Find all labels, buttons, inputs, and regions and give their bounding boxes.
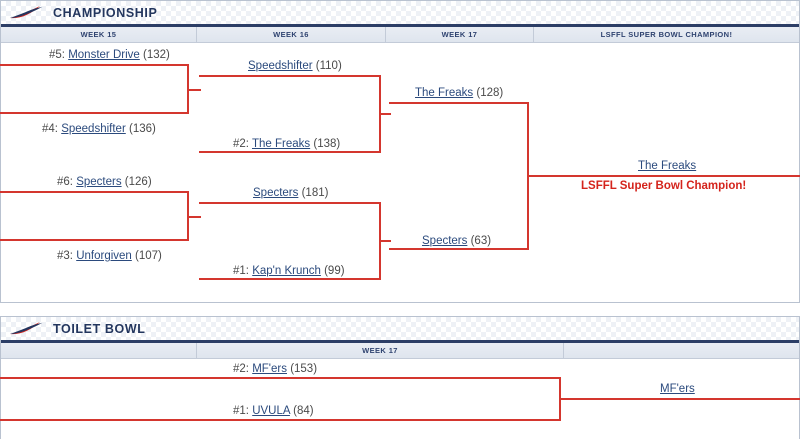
championship-title: CHAMPIONSHIP	[53, 5, 158, 20]
team-link[interactable]: Speedshifter	[61, 123, 126, 135]
toilet-bracket-connector-stem	[559, 398, 800, 400]
team-score: (128)	[476, 87, 504, 99]
team-score: (107)	[135, 250, 162, 262]
seed-label: #1:	[233, 405, 249, 417]
team-score: (110)	[315, 60, 342, 72]
matchup-team-r1-4[interactable]: #3: Unforgiven (107)	[57, 250, 162, 263]
bracket-connector-r1-bottom	[0, 191, 189, 241]
championship-column-header-champion: LSFFL SUPER BOWL CHAMPION!	[600, 30, 733, 39]
team-link[interactable]: MF'ers	[252, 363, 287, 375]
matchup-team-r2-3[interactable]: Specters (181)	[253, 187, 328, 200]
team-link[interactable]: The Freaks	[252, 138, 311, 150]
matchup-team-r3-2[interactable]: Specters (63)	[422, 235, 491, 248]
toilet-matchup-team-1[interactable]: #2: MF'ers (153)	[233, 363, 317, 376]
toilet-matchup-team-2[interactable]: #1: UVULA (84)	[233, 405, 314, 418]
team-link[interactable]: Monster Drive	[68, 49, 140, 61]
toilet-column-header-blank-left	[1, 343, 197, 358]
bracket-connector-r1-bottom-stem	[189, 216, 201, 218]
toilet-winner-team-link[interactable]: MF'ers	[660, 383, 695, 395]
team-score: (138)	[313, 138, 341, 150]
matchup-team-r2-1[interactable]: Speedshifter (110)	[248, 60, 342, 73]
championship-bracket: #5: Monster Drive (132) #4: Speedshifter…	[0, 43, 800, 298]
team-score: (136)	[128, 123, 156, 135]
toilet-column-header-blank-right	[564, 343, 799, 358]
matchup-team-r1-2[interactable]: #4: Speedshifter (136)	[42, 123, 156, 136]
championship-column-header-week15: WEEK 15	[1, 27, 197, 42]
champion-team-link[interactable]: The Freaks	[638, 160, 697, 172]
bracket-connector-r1-top-stem	[189, 89, 201, 91]
championship-panel: CHAMPIONSHIP WEEK 15 WEEK 16 WEEK 17 LSF…	[0, 0, 800, 303]
team-score: (84)	[293, 405, 314, 417]
matchup-team-r1-3[interactable]: #6: Specters (126)	[57, 176, 152, 189]
toilet-bowl-week-header-row: WEEK 17	[1, 343, 799, 359]
champion-label: LSFFL Super Bowl Champion!	[581, 180, 747, 192]
football-swoosh-icon	[10, 5, 42, 18]
bracket-connector-r1-top	[0, 64, 189, 114]
football-swoosh-icon	[10, 321, 42, 334]
team-link[interactable]: Unforgiven	[76, 250, 132, 262]
team-link[interactable]: Specters	[76, 176, 122, 188]
bracket-connector-r2-bottom-stem	[379, 240, 391, 242]
championship-column-header-week16: WEEK 16	[197, 27, 386, 42]
championship-column-header-week17: WEEK 17	[386, 27, 534, 42]
bracket-connector-champion-stem	[527, 175, 800, 177]
team-score: (99)	[324, 265, 345, 277]
team-score: (132)	[142, 49, 170, 61]
team-score: (63)	[470, 235, 492, 247]
toilet-bowl-title: TOILET BOWL	[53, 321, 146, 336]
seed-label: #5:	[49, 49, 65, 61]
team-link[interactable]: The Freaks	[415, 87, 474, 99]
matchup-team-r2-2[interactable]: #2: The Freaks (138)	[233, 138, 340, 151]
team-link[interactable]: Specters	[253, 187, 299, 199]
toilet-column-header-week17: WEEK 17	[197, 343, 564, 358]
team-score: (153)	[290, 363, 318, 375]
team-score: (181)	[301, 187, 329, 199]
seed-label: #4:	[42, 123, 58, 135]
team-link[interactable]: Specters	[422, 235, 468, 247]
team-link[interactable]: Speedshifter	[248, 60, 313, 72]
championship-week-header-row: WEEK 15 WEEK 16 WEEK 17 LSFFL SUPER BOWL…	[1, 27, 799, 43]
seed-label: #2:	[233, 138, 249, 150]
toilet-bowl-panel: TOILET BOWL WEEK 17 #2: MF'ers (153) #1:…	[0, 316, 800, 439]
team-score: (126)	[124, 176, 152, 188]
team-link[interactable]: UVULA	[252, 405, 290, 417]
bracket-connector-final	[389, 102, 529, 250]
team-link[interactable]: Kap'n Krunch	[252, 265, 321, 277]
championship-panel-header: CHAMPIONSHIP	[1, 1, 799, 27]
matchup-team-r1-1[interactable]: #5: Monster Drive (132)	[49, 49, 170, 62]
matchup-team-r3-1[interactable]: The Freaks (128)	[415, 87, 503, 100]
seed-label: #1:	[233, 265, 249, 277]
bracket-connector-r2-top-stem	[379, 113, 391, 115]
seed-label: #2:	[233, 363, 249, 375]
seed-label: #3:	[57, 250, 73, 262]
matchup-team-r2-4[interactable]: #1: Kap'n Krunch (99)	[233, 265, 345, 278]
toilet-bowl-bracket: #2: MF'ers (153) #1: UVULA (84) MF'ers	[0, 359, 800, 434]
seed-label: #6:	[57, 176, 73, 188]
toilet-bowl-panel-header: TOILET BOWL	[1, 317, 799, 343]
